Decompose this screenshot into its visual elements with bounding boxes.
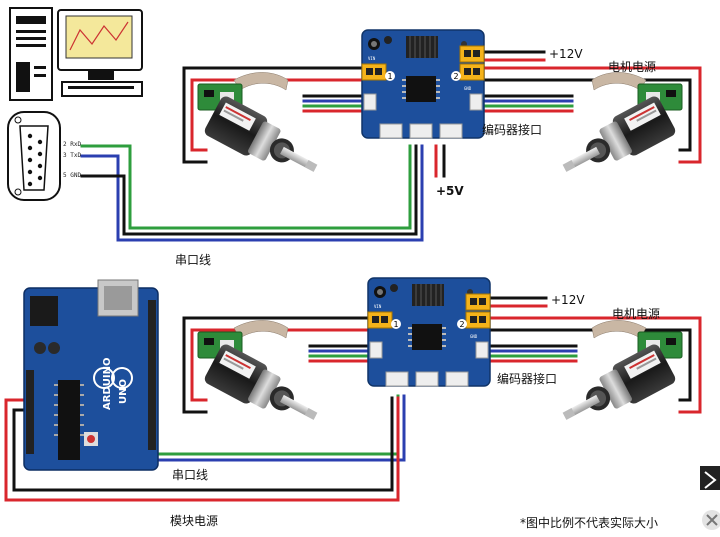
arduino-model: UNO [118,379,129,404]
driver-board-icon [367,277,491,387]
db9-pin-gnd: 5 GND [63,172,82,179]
module-power-label: 模块电源 [170,514,219,528]
motor-power-label-bottom: 电机电源 [612,307,661,321]
plus12v-label-bottom: +12V [551,293,585,307]
encoder-port-label-top: 编码器接口 [482,123,543,137]
arduino-board-icon: ARDUINO UNO [23,279,159,471]
top-wires [80,50,702,242]
gear-motor-icon [197,319,327,437]
serial-cable-label-top: 串口线 [175,253,212,267]
gear-motor-icon [553,319,683,437]
plus12v-label-top: +12V [549,47,583,61]
db9-connector-icon [7,111,61,201]
gear-motor-icon [553,71,683,189]
motor-power-label-top: 电机电源 [608,60,657,74]
scale-note: *图中比例不代表实际大小 [520,516,659,530]
arduino-brand: ARDUINO [102,358,113,410]
db9-pin-rxd: 2 RxD [63,141,82,148]
computer-icon [9,7,143,101]
plus5v-label: +5V [436,184,464,198]
encoder-port-label-bottom: 编码器接口 [497,372,558,386]
db9-pin-txd: 3 TxD [63,152,82,159]
driver-board-icon [361,29,485,139]
gear-motor-icon [197,71,327,189]
next-arrow-icon[interactable] [700,466,720,490]
close-icon[interactable] [702,510,720,530]
serial-cable-label-bottom: 串口线 [172,468,209,482]
